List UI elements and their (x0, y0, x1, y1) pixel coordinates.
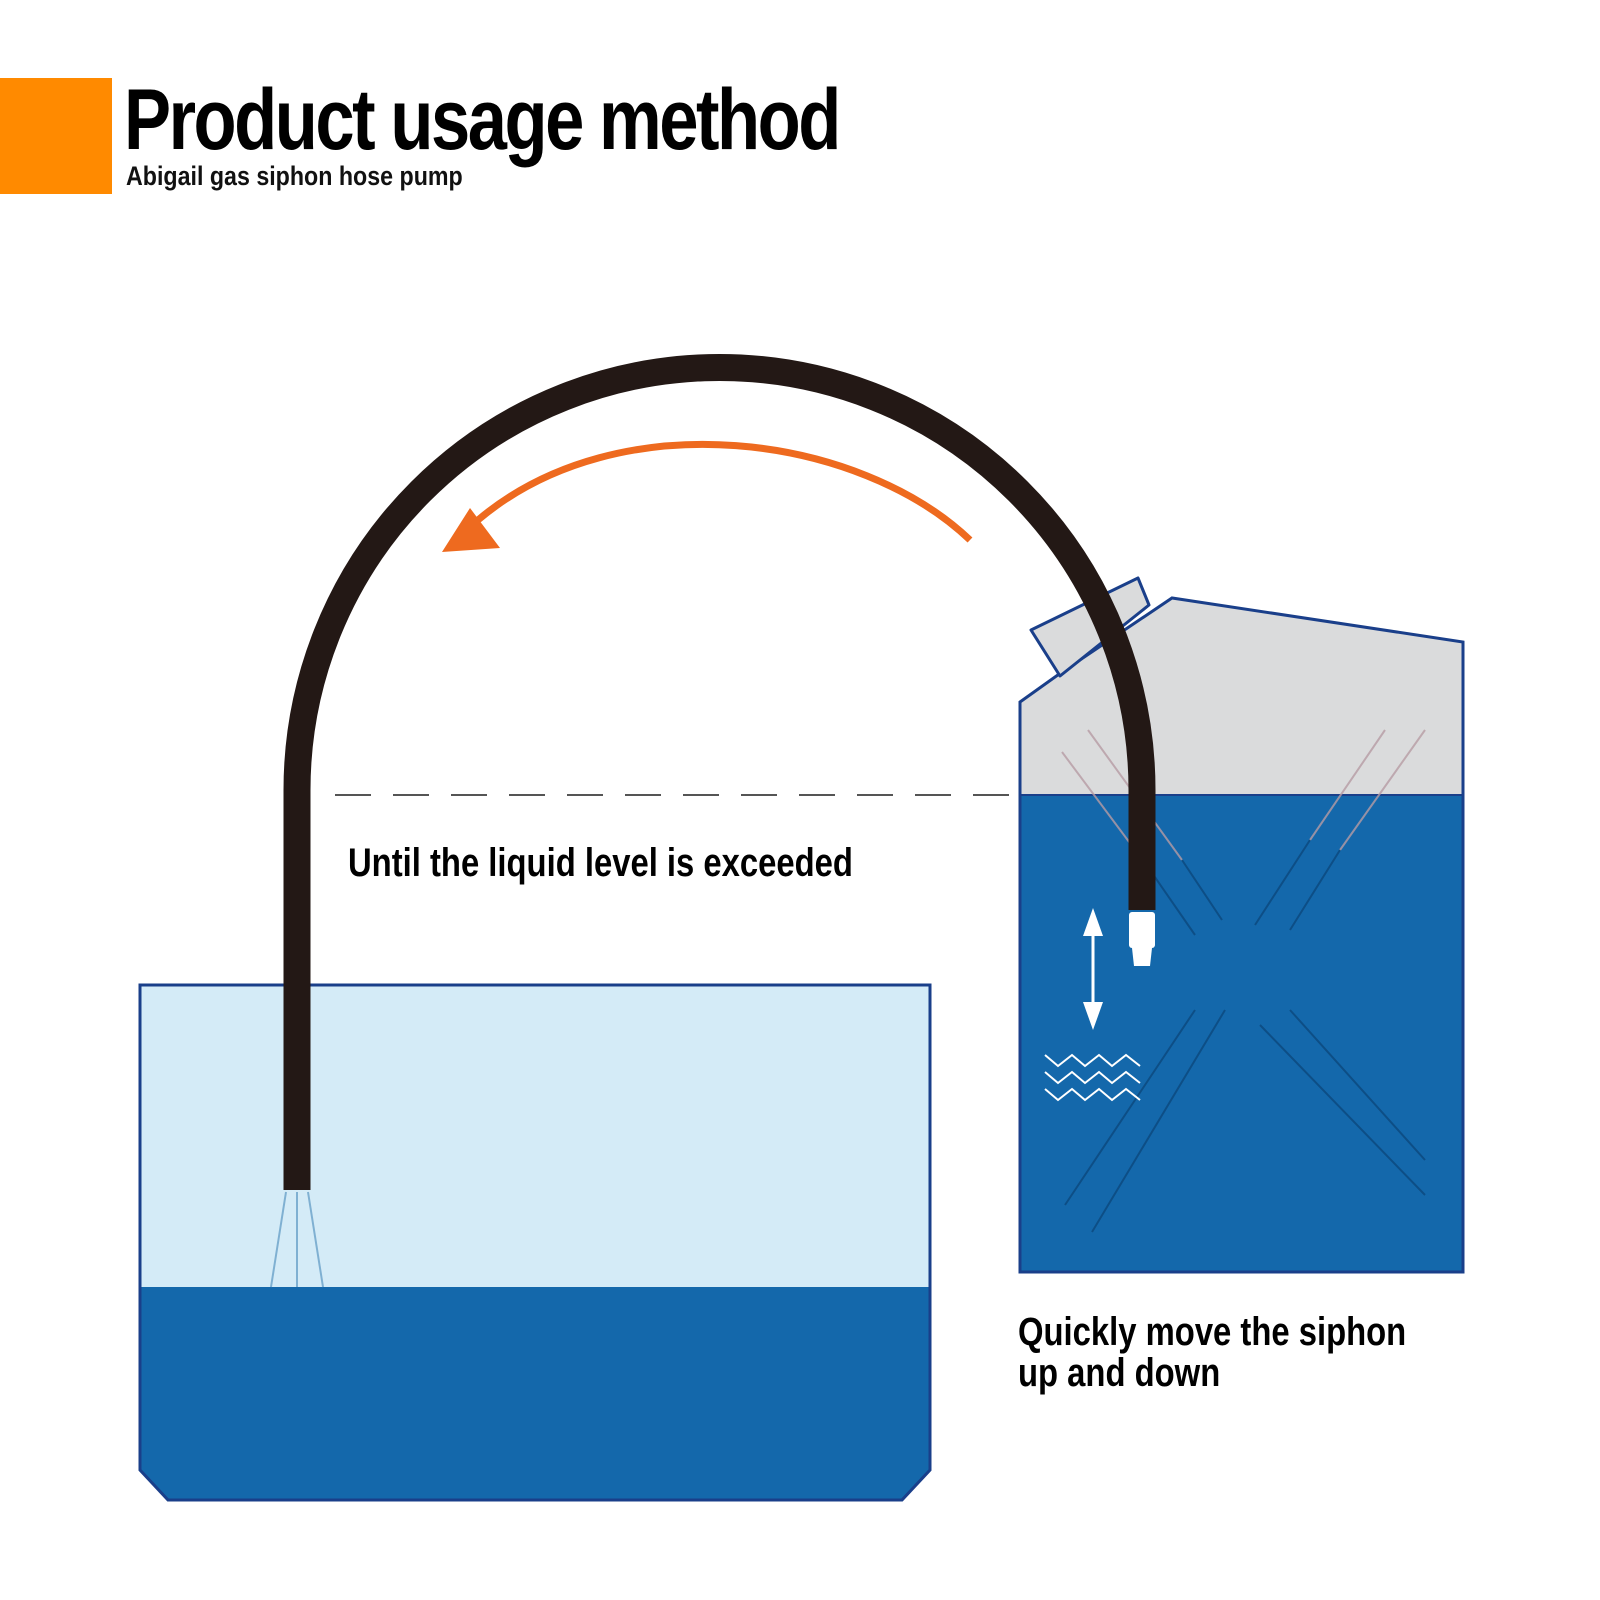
siphon-valve-tip (1129, 912, 1155, 966)
receiving-container (138, 983, 932, 1502)
jerry-can-emboss-x-lower (1064, 839, 1426, 1233)
receiving-container-empty-space (140, 985, 930, 1287)
siphon-hose (283, 354, 1156, 1190)
move-siphon-label: Quickly move the siphon up and down (1018, 1310, 1407, 1395)
page-subtitle: Abigail gas siphon hose pump (126, 161, 463, 191)
receiving-container-outline (138, 983, 932, 1502)
jerry-can-liquid (1020, 795, 1463, 1272)
curved-arrow-left-icon (442, 440, 973, 552)
outflow-stream (270, 1191, 324, 1288)
jerry-can (1018, 576, 1465, 1274)
page-title: Product usage method (124, 72, 841, 168)
wave-icon (1044, 1053, 1141, 1102)
accent-square (0, 78, 112, 194)
liquid-level-label: Until the liquid level is exceeded (348, 841, 853, 885)
double-arrow-vertical-icon (1083, 908, 1103, 1030)
receiving-container-liquid (140, 1287, 930, 1500)
